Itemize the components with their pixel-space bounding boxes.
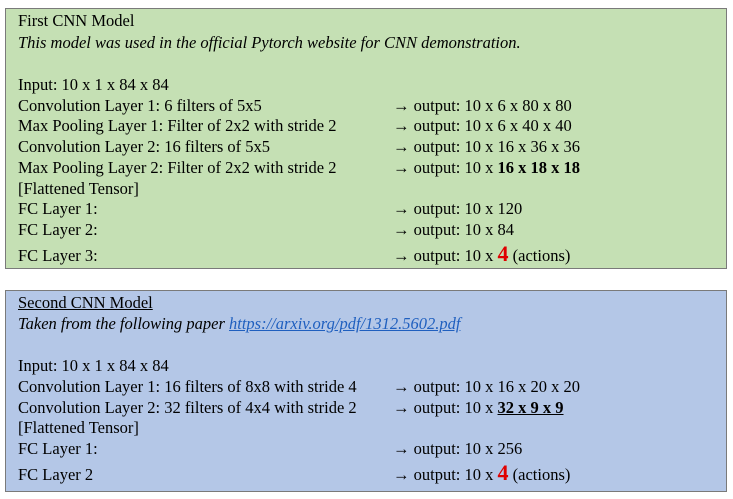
model2-row-label: Convolution Layer 2: 32 filters of 4x4 w… <box>18 398 357 417</box>
model1-row-label: Convolution Layer 2: 16 filters of 5x5 <box>18 137 271 156</box>
output-suffix: (actions) <box>508 465 571 484</box>
model2-row-label: FC Layer 1: <box>18 439 98 458</box>
model1-title: First CNN Model <box>18 11 135 30</box>
paper-link[interactable]: https://arxiv.org/pdf/1312.5602.pdf <box>229 314 461 333</box>
model1-row-output: → output: 10 x 16 x 18 x 18 <box>393 158 580 178</box>
model2-input: Input: 10 x 1 x 84 x 84 <box>18 356 169 375</box>
model1-input: Input: 10 x 1 x 84 x 84 <box>18 75 169 94</box>
actions-count: 4 <box>497 460 509 485</box>
model1-row-label: FC Layer 3: <box>18 246 98 265</box>
output-prefix: → output: 10 x <box>393 158 498 177</box>
model1-row-output: → output: 10 x 120 <box>393 199 523 218</box>
model1-row-output: → output: 10 x 84 <box>393 220 515 239</box>
model1-row-output: → output: 10 x 6 x 40 x 40 <box>393 116 572 135</box>
model1-row-output: → output: 10 x 4 (actions) <box>393 243 571 266</box>
model1-row-output: → output: 10 x 6 x 80 x 80 <box>393 96 572 115</box>
model1-row-label: Convolution Layer 1: 6 filters of 5x5 <box>18 96 262 115</box>
model2-row-output: → output: 10 x 256 <box>393 439 523 458</box>
model1-row-label: Max Pooling Layer 2: Filter of 2x2 with … <box>18 158 337 177</box>
model1-row-label: Max Pooling Layer 1: Filter of 2x2 with … <box>18 116 337 135</box>
subtitle-prefix: Taken from the following paper <box>18 314 229 333</box>
output-shape-bold: 32 x 9 x 9 <box>497 398 564 417</box>
output-prefix: → output: 10 x <box>393 398 498 417</box>
flattened-tensor-label: [Flattened Tensor] <box>18 179 139 198</box>
model2-row-output: → output: 10 x 16 x 20 x 20 <box>393 377 581 396</box>
output-prefix: → output: 10 x <box>393 246 498 265</box>
model1-row-output: → output: 10 x 16 x 36 x 36 <box>393 137 581 156</box>
flattened-tensor-label: [Flattened Tensor] <box>18 418 139 437</box>
first-model-box: First CNN Model This model was used in t… <box>5 8 727 269</box>
model2-subtitle: Taken from the following paper https://a… <box>18 314 460 334</box>
second-model-box: Second CNN Model Taken from the followin… <box>5 290 727 492</box>
model1-subtitle: This model was used in the official Pyto… <box>18 33 521 52</box>
model1-row-label: FC Layer 1: <box>18 199 98 218</box>
model1-row-label: FC Layer 2: <box>18 220 98 239</box>
model2-title: Second CNN Model <box>18 293 153 312</box>
model2-row-label: Convolution Layer 1: 16 filters of 8x8 w… <box>18 377 357 396</box>
model2-row-output: → output: 10 x 32 x 9 x 9 <box>393 398 564 418</box>
model2-row-label: FC Layer 2 <box>18 465 94 484</box>
output-prefix: → output: 10 x <box>393 465 498 484</box>
output-suffix: (actions) <box>508 246 571 265</box>
output-shape-bold: 16 x 18 x 18 <box>497 158 581 177</box>
actions-count: 4 <box>497 241 509 266</box>
model2-row-output: → output: 10 x 4 (actions) <box>393 462 571 485</box>
